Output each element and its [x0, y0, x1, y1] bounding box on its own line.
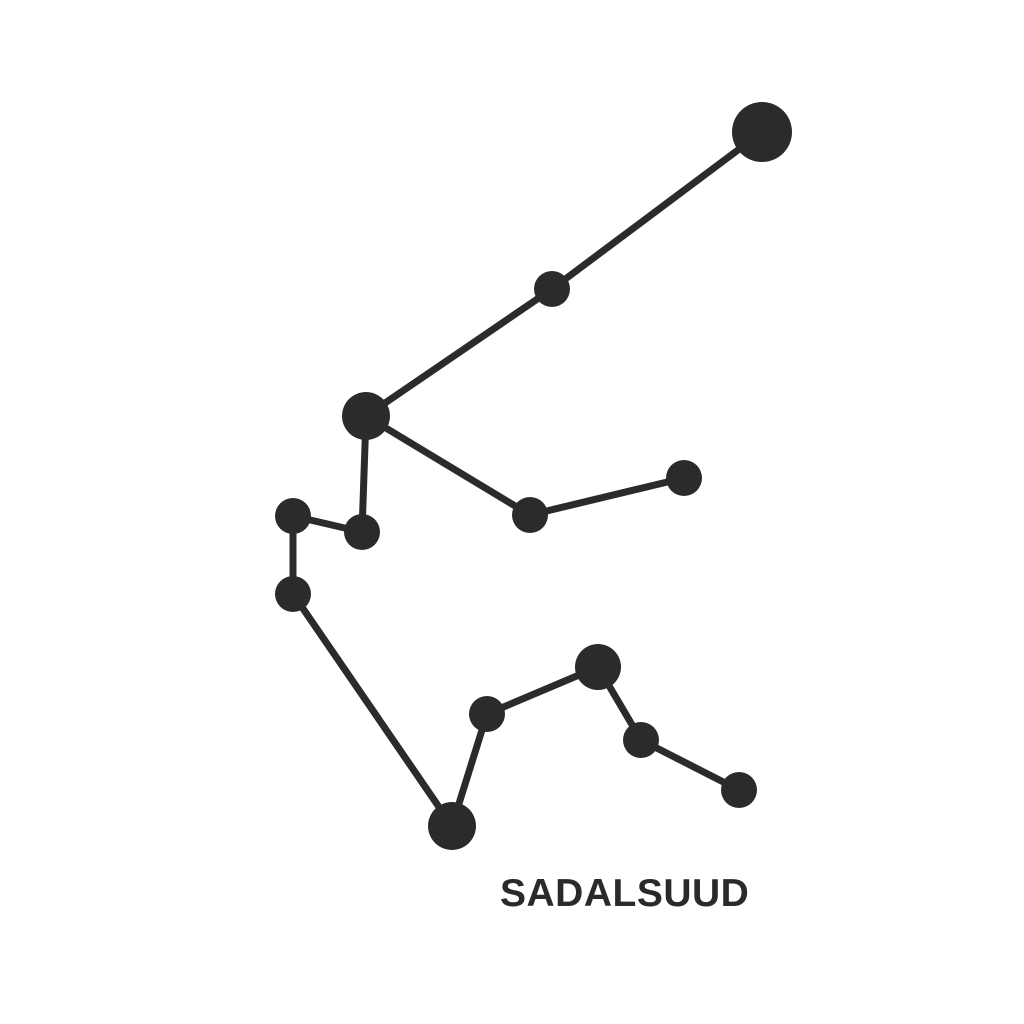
constellation-link — [526, 474, 688, 519]
constellation-link — [362, 285, 556, 420]
star-node — [732, 102, 792, 162]
star-node — [512, 497, 548, 533]
constellation-link — [548, 128, 766, 293]
constellation-link — [637, 736, 743, 794]
star-node — [666, 460, 702, 496]
star-node — [575, 644, 621, 690]
star-node — [275, 498, 311, 534]
star-node — [275, 576, 311, 612]
star-node — [344, 514, 380, 550]
star-node — [469, 696, 505, 732]
constellation-link — [362, 412, 534, 519]
constellation-link — [289, 590, 456, 830]
constellation-name: SADALSUUD — [500, 872, 750, 915]
star-node — [342, 392, 390, 440]
star-node — [623, 722, 659, 758]
star-node — [428, 802, 476, 850]
star-node — [721, 772, 757, 808]
constellation-stars — [275, 102, 792, 850]
star-node — [534, 271, 570, 307]
